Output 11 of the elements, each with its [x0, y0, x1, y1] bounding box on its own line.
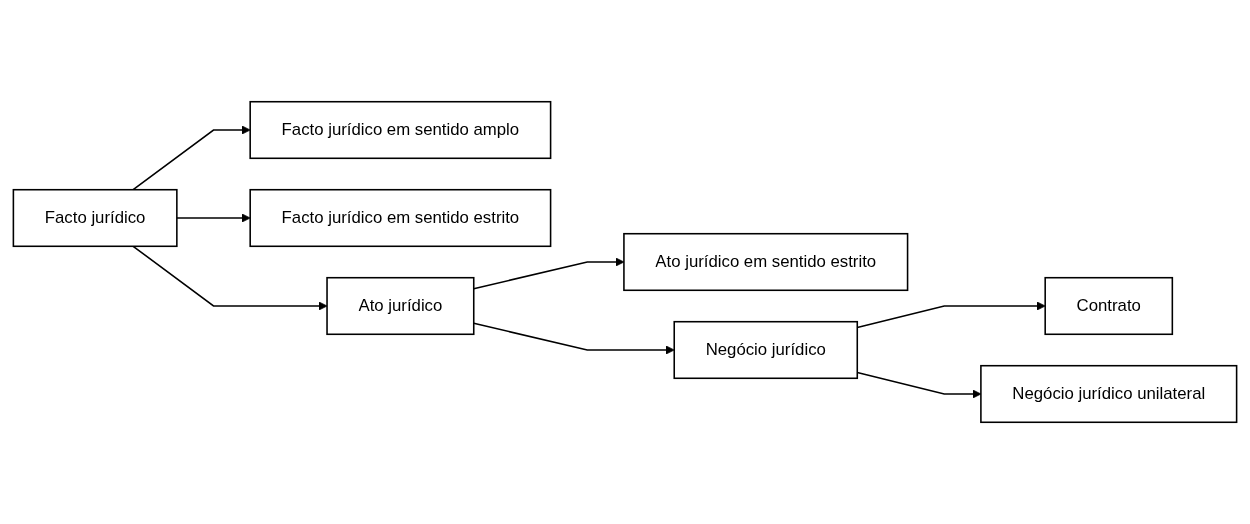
node-box: Facto jurídico	[12, 188, 178, 248]
node-box: Ato jurídico	[326, 276, 475, 336]
node-box: Ato jurídico em sentido estrito	[623, 232, 909, 292]
node-box: Contrato	[1044, 276, 1174, 336]
node-box: Negócio jurídico	[673, 320, 859, 380]
node-box: Facto jurídico em sentido amplo	[249, 100, 552, 160]
node-box: Facto jurídico em sentido estrito	[249, 188, 552, 248]
arrow	[176, 213, 251, 223]
arrow	[132, 245, 328, 311]
arrow	[132, 125, 251, 191]
node-box: Negócio jurídico unilateral	[980, 364, 1238, 424]
